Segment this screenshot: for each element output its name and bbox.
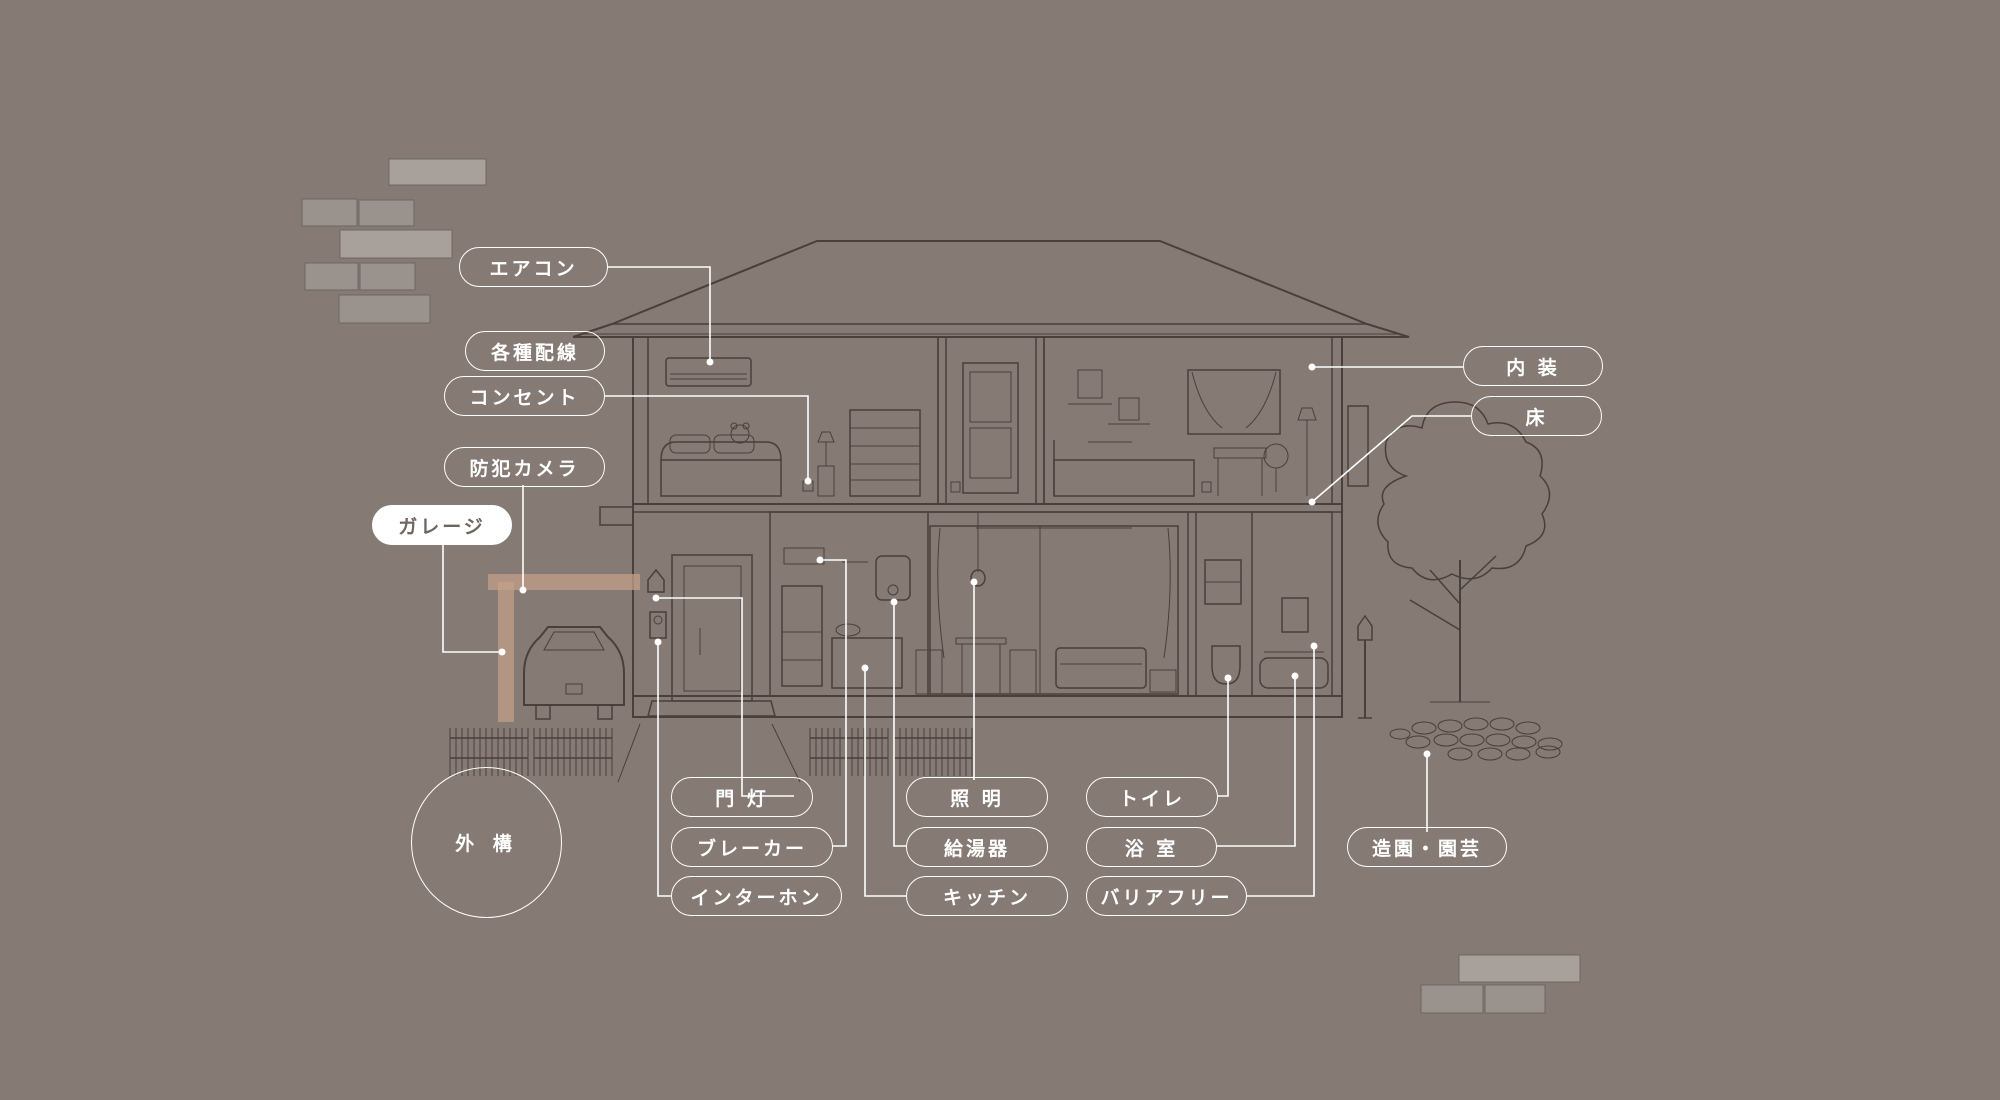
security-camera-button[interactable]: 防犯カメラ — [444, 447, 605, 487]
bathroom-button[interactable]: 浴 室 — [1086, 827, 1217, 867]
bricks-bottom-right — [1420, 954, 1581, 1014]
path-right — [771, 723, 801, 783]
connectors — [442, 266, 1472, 897]
garage-button[interactable]: ガレージ — [372, 505, 512, 545]
garden-tree — [1377, 401, 1551, 703]
floor-button[interactable]: 床 — [1471, 396, 1602, 436]
garage-structure — [488, 574, 640, 722]
lighting-button[interactable]: 照 明 — [906, 777, 1048, 817]
path-left — [617, 723, 641, 783]
house-body — [599, 336, 1369, 718]
wiring-button[interactable]: 各種配線 — [465, 331, 605, 371]
interior-button[interactable]: 内 装 — [1463, 346, 1603, 386]
gate-light-button[interactable]: 門 灯 — [671, 777, 813, 817]
intercom-button[interactable]: インターホン — [671, 876, 842, 916]
bricks-top-left — [301, 158, 487, 324]
fences — [449, 728, 973, 776]
kitchen-button[interactable]: キッチン — [906, 876, 1068, 916]
toilet-button[interactable]: トイレ — [1086, 777, 1218, 817]
garden-stones — [1389, 717, 1563, 761]
lamp-post — [1357, 614, 1373, 719]
aircon-button[interactable]: エアコン — [459, 247, 608, 287]
lower-floor-furniture — [647, 512, 1329, 717]
outlet-button[interactable]: コンセント — [444, 376, 605, 416]
exterior-button[interactable]: 外 構 — [411, 767, 562, 918]
breaker-button[interactable]: ブレーカー — [671, 827, 833, 867]
upper-floor-furniture — [660, 357, 1317, 497]
roof — [572, 240, 1410, 338]
water-heater-button[interactable]: 給湯器 — [906, 827, 1048, 867]
landscaping-button[interactable]: 造園・園芸 — [1347, 827, 1507, 867]
barrier-free-button[interactable]: バリアフリー — [1086, 876, 1247, 916]
